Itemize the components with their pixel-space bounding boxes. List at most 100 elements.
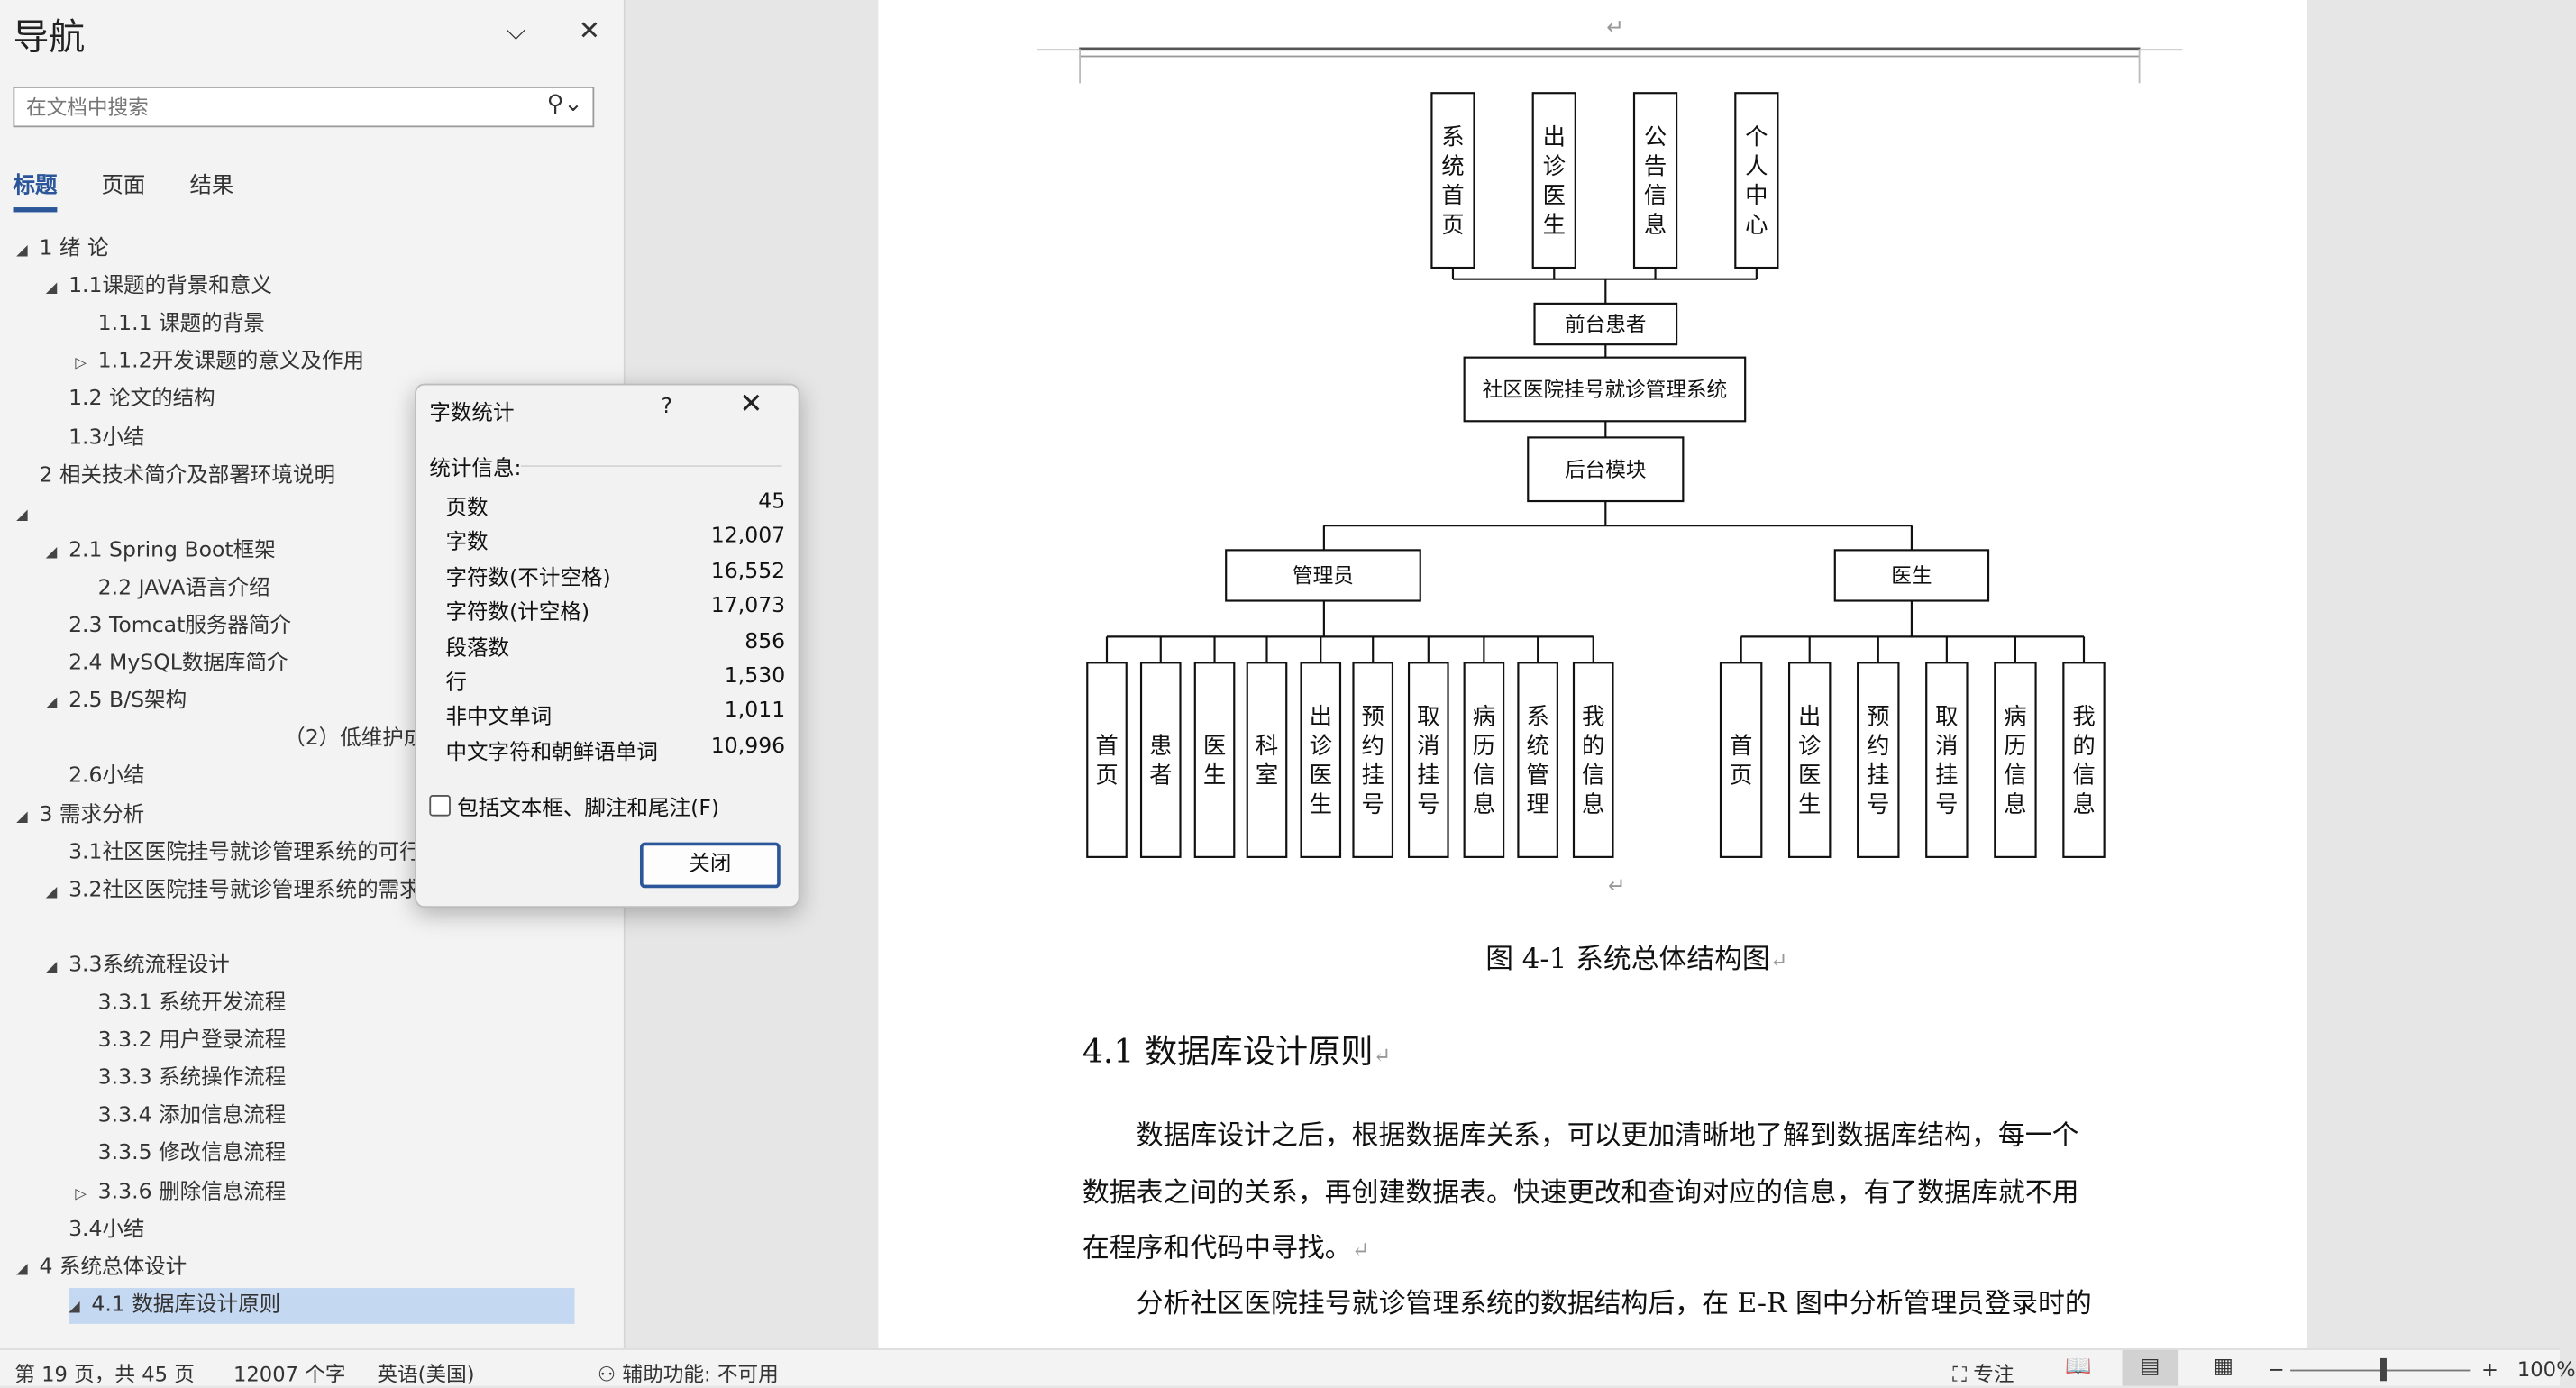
- top-module-box: 系统首页: [1430, 92, 1475, 269]
- print-layout-icon[interactable]: ▤: [2122, 1349, 2179, 1386]
- nav-heading-item[interactable]: ◢4 系统总体设计: [16, 1250, 187, 1286]
- expand-icon[interactable]: ▷: [75, 356, 87, 373]
- doctor-module-box: 取消挂号: [1925, 662, 1969, 858]
- top-module-box: 个人中心: [1734, 92, 1779, 269]
- document-page: ↵ 系统首页出诊医生公告信息个人中心前台患者社区医院挂号就诊管理系统后台模块管理…: [878, 0, 2307, 1349]
- collapse-icon[interactable]: ◢: [16, 808, 28, 826]
- collapse-icon[interactable]: ◢: [69, 1299, 80, 1316]
- nav-heading-item[interactable]: ◢ 1 绪 论: [16, 232, 108, 268]
- doctor-box-label: 医生: [1891, 565, 1932, 589]
- nav-heading-item[interactable]: ◢3.2社区医院挂号就诊管理系统的需求: [46, 872, 421, 909]
- collapse-icon[interactable]: ◢: [45, 280, 58, 297]
- nav-heading-item[interactable]: ◢2.5 B/S架构: [46, 684, 187, 720]
- stat-value: 1,530: [724, 664, 786, 689]
- language[interactable]: 英语(美国): [377, 1361, 475, 1386]
- admin-box: 管理员: [1225, 549, 1421, 602]
- nav-heading-item[interactable]: 3.3.2 用户登录流程: [75, 1024, 287, 1060]
- accessibility-status[interactable]: ⚇ 辅助功能: 不可用: [597, 1361, 779, 1386]
- web-layout-icon[interactable]: ▦: [2213, 1355, 2233, 1380]
- nav-heading-item[interactable]: （2）低维护成: [261, 722, 425, 758]
- paragraph-mark: ↵: [1606, 16, 1624, 41]
- collapse-icon[interactable]: ◢: [45, 959, 58, 976]
- nav-heading-item[interactable]: 2 相关技术简介及部署环境说明: [16, 458, 335, 494]
- nav-heading-item[interactable]: ◢1.1课题的背景和意义: [46, 269, 272, 306]
- chevron-down-icon[interactable]: ⌵: [506, 14, 526, 46]
- stat-row: 字符数(计空格)17,073: [445, 595, 785, 629]
- admin-module-box: 患者: [1139, 662, 1182, 858]
- nav-heading-item[interactable]: [46, 910, 69, 946]
- nav-heading-item[interactable]: 3.3.3 系统操作流程: [75, 1062, 287, 1098]
- include-textboxes-checkbox[interactable]: 包括文本框、脚注和尾注(F): [429, 790, 719, 821]
- page-count[interactable]: 第 19 页，共 45 页: [14, 1361, 195, 1386]
- collapse-icon[interactable]: ◢: [16, 507, 28, 524]
- help-button[interactable]: ?: [661, 395, 673, 420]
- nav-heading-item[interactable]: 2.3 Tomcat服务器简介: [46, 609, 291, 645]
- zoom-level[interactable]: 100%: [2517, 1356, 2576, 1382]
- nav-heading-label: 3.3.4 添加信息流程: [97, 1103, 287, 1129]
- nav-heading-item[interactable]: 2.6小结: [46, 760, 145, 796]
- close-icon[interactable]: ✕: [578, 14, 600, 46]
- nav-heading-item[interactable]: 3.3.1 系统开发流程: [75, 986, 287, 1022]
- nav-heading-item[interactable]: 3.1社区医院挂号就诊管理系统的可行: [46, 836, 421, 872]
- collapse-icon[interactable]: ◢: [45, 884, 58, 901]
- nav-heading-item[interactable]: ◢4.1 数据库设计原则: [69, 1287, 575, 1324]
- nav-heading-label: 3.3.1 系统开发流程: [97, 991, 287, 1016]
- nav-heading-item[interactable]: ◢: [16, 496, 39, 532]
- nav-heading-label: 2 相关技术简介及部署环境说明: [39, 462, 336, 488]
- search-input[interactable]: [23, 93, 536, 122]
- tab-pages[interactable]: 页面: [101, 172, 146, 199]
- nav-heading-item[interactable]: ◢3.3系统流程设计: [46, 948, 230, 984]
- collapse-icon[interactable]: ◢: [45, 544, 58, 562]
- checkbox-icon[interactable]: [429, 795, 451, 817]
- nav-heading-label: 2.3 Tomcat服务器简介: [69, 614, 292, 639]
- read-mode-icon[interactable]: 📖: [2064, 1355, 2092, 1380]
- word-count[interactable]: 12007 个字: [233, 1361, 346, 1386]
- top-module-box-label: 系统首页: [1441, 123, 1464, 238]
- dialog-close-icon[interactable]: ✕: [739, 388, 763, 422]
- tab-results[interactable]: 结果: [189, 172, 234, 199]
- nav-heading-item[interactable]: ◢ 2.1 Spring Boot框架: [46, 534, 276, 570]
- nav-heading-label: 2.4 MySQL数据库简介: [69, 651, 288, 677]
- nav-heading-label: 2.1 Spring Boot框架: [69, 538, 276, 563]
- nav-heading-item[interactable]: 3.4小结: [46, 1212, 145, 1248]
- nav-heading-item[interactable]: ▷3.3.6 删除信息流程: [75, 1174, 286, 1210]
- nav-heading-item[interactable]: 2.4 MySQL数据库简介: [46, 646, 288, 682]
- nav-heading-item[interactable]: 3.3.4 添加信息流程: [75, 1099, 287, 1135]
- nav-heading-item[interactable]: 1.2 论文的结构: [46, 383, 215, 419]
- search-icon[interactable]: ⚲⌄: [546, 91, 583, 118]
- admin-module-box: 我的信息: [1572, 662, 1614, 858]
- tab-headings[interactable]: 标题: [13, 167, 58, 213]
- nav-heading-label: 1 绪 论: [39, 236, 109, 261]
- backend-box: 后台模块: [1527, 436, 1685, 503]
- divider: [520, 465, 782, 468]
- paragraph-line: 数据库设计之后，根据数据库关系，可以更加清晰地了解到数据库结构，每一个: [1136, 1119, 2079, 1151]
- collapse-icon[interactable]: ◢: [16, 242, 28, 260]
- focus-mode[interactable]: ⛶ 专注: [1952, 1361, 2014, 1386]
- nav-heading-item[interactable]: ▷1.1.2开发课题的意义及作用: [75, 345, 364, 381]
- stat-label: 字数: [445, 531, 489, 556]
- admin-module-box: 取消挂号: [1407, 662, 1449, 858]
- close-button[interactable]: 关闭: [639, 842, 781, 889]
- nav-heading-item[interactable]: 3.3.5 修改信息流程: [75, 1137, 287, 1173]
- nav-heading-item[interactable]: 2.2 JAVA语言介绍: [75, 571, 270, 607]
- expand-icon[interactable]: ▷: [75, 1185, 87, 1202]
- zoom-out-icon[interactable]: −: [2267, 1356, 2285, 1382]
- search-box: ⚲⌄: [13, 86, 595, 128]
- collapse-icon[interactable]: ◢: [45, 695, 58, 713]
- zoom-in-icon[interactable]: +: [2481, 1356, 2499, 1382]
- dialog-title: 字数统计: [429, 401, 515, 426]
- crop-mark: [1037, 49, 1082, 84]
- status-bar: 第 19 页，共 45 页 12007 个字 英语(美国) ⚇ 辅助功能: 不可…: [0, 1348, 2576, 1386]
- collapse-icon[interactable]: ◢: [16, 1261, 28, 1278]
- nav-heading-item[interactable]: 1.3小结: [46, 420, 145, 456]
- zoom-slider-handle[interactable]: [2380, 1357, 2387, 1382]
- front-box-label: 前台患者: [1565, 314, 1647, 337]
- admin-module-box-label: 系统管理: [1526, 703, 1548, 817]
- nav-heading-item[interactable]: ◢3 需求分析: [16, 798, 144, 834]
- nav-heading-item[interactable]: 1.1.1 课题的背景: [75, 307, 265, 343]
- zoom-slider[interactable]: [2290, 1369, 2471, 1372]
- system-box-label: 社区医院挂号就诊管理系统: [1483, 379, 1728, 402]
- admin-module-box: 首页: [1086, 662, 1128, 858]
